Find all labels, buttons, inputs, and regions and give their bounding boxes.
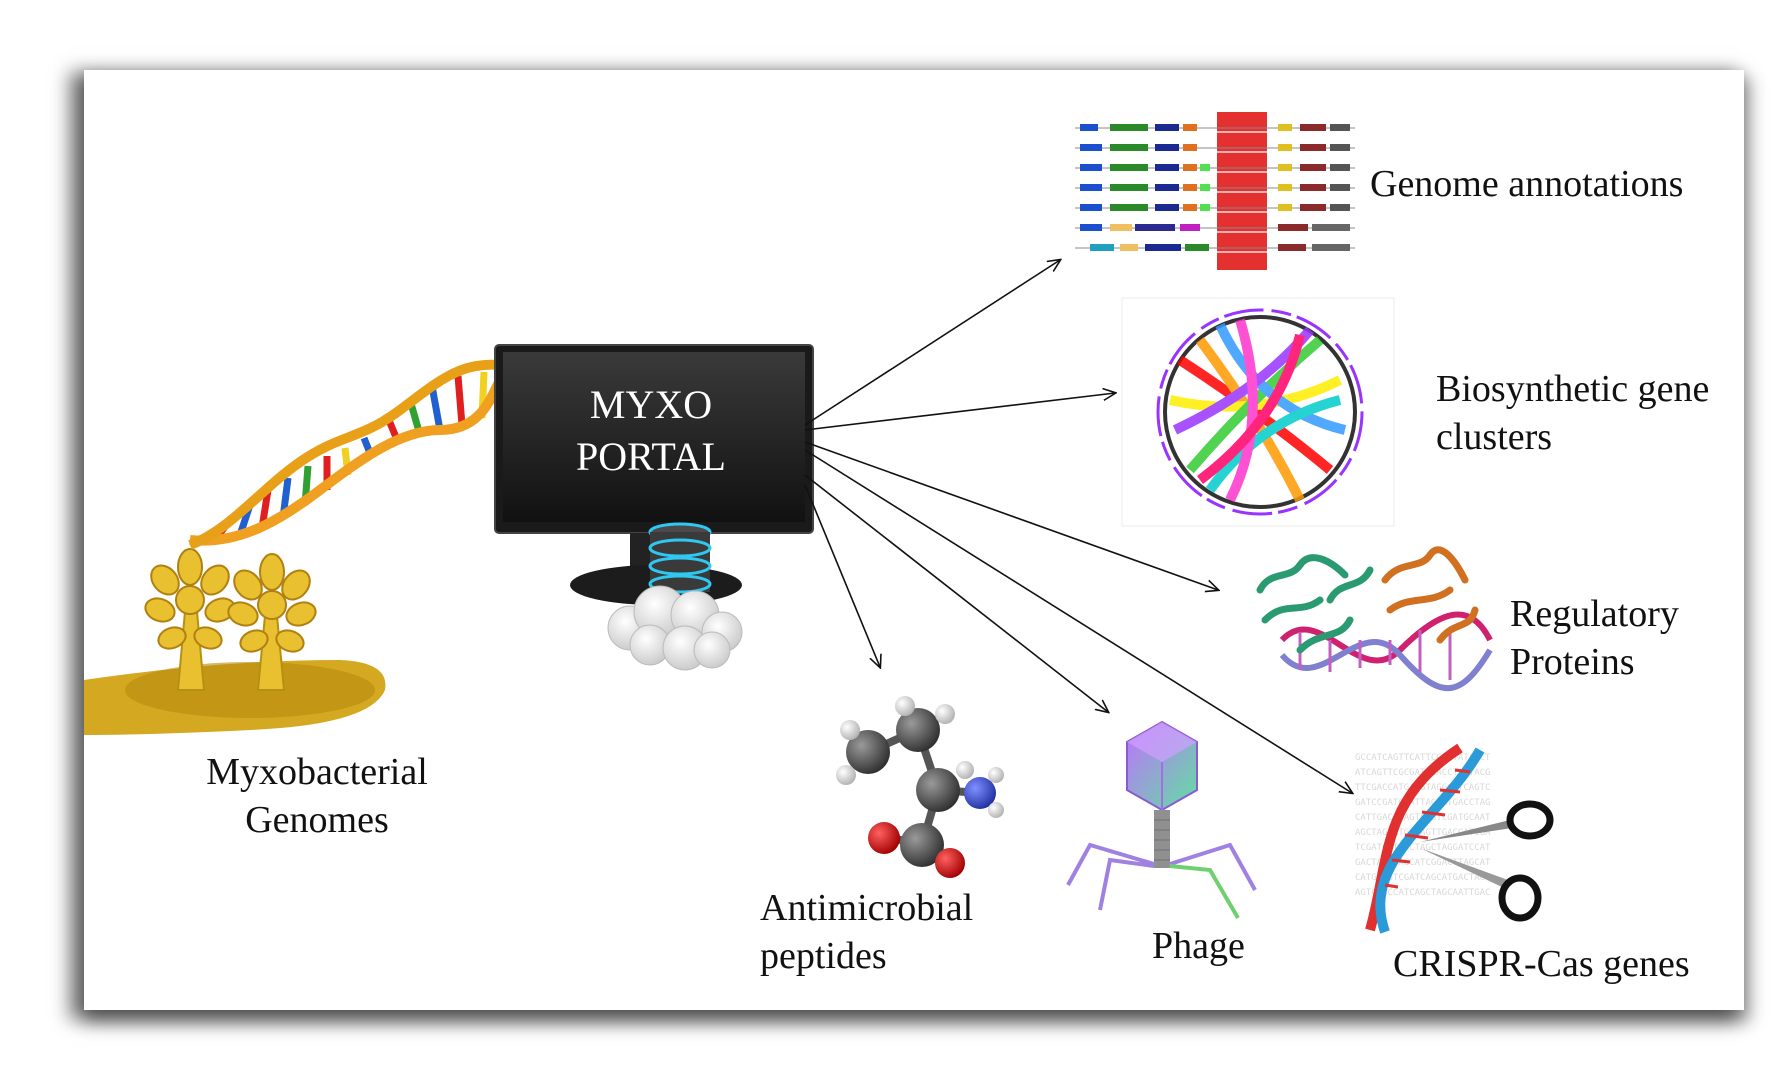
label-antimicrobial-peptides: Antimicrobial peptides — [760, 884, 973, 980]
gene-map-illustration — [1075, 112, 1355, 270]
dna-helix-illustration — [188, 359, 505, 550]
label-genome-annotations: Genome annotations — [1370, 163, 1684, 205]
arrow-to-regulatory — [804, 441, 1218, 590]
database-icon — [648, 522, 712, 594]
arrows — [804, 260, 1352, 793]
label-bgc-line1: Biosynthetic gene — [1436, 368, 1710, 410]
label-myxobacterial-genomes-line1: Myxobacterial — [206, 751, 428, 793]
svg-text:AGTCGACCATCAGCTAGCAATTGAC: AGTCGACCATCAGCTAGCAATTGAC — [1355, 888, 1490, 898]
label-regulatory-line2: Proteins — [1510, 641, 1635, 683]
arrow-to-phage — [804, 474, 1108, 712]
svg-text:TTCGACCATGACGTAGGCATCAGTC: TTCGACCATGACGTAGGCATCAGTC — [1355, 783, 1490, 793]
crispr-illustration: GCCATCAGTTCATTCGACTATAGCT ATCAGTTCGCGATC… — [1355, 743, 1554, 934]
label-amp-line1: Antimicrobial — [760, 887, 974, 929]
label-myxobacterial-genomes-line2: Genomes — [245, 799, 389, 841]
svg-text:GCCATCAGTTCATTCGACTATAGCT: GCCATCAGTTCATTCGACTATAGCT — [1355, 753, 1491, 763]
label-regulatory-line1: Regulatory — [1510, 593, 1679, 635]
svg-text:GATCCGATGCATTAGCATGACCTAG: GATCCGATGCATTAGCATGACCTAG — [1355, 798, 1490, 808]
phage-illustration — [1066, 720, 1257, 920]
arrow-to-bgc — [804, 393, 1115, 431]
protein-dna-illustration — [1256, 546, 1493, 692]
portal-title-line1: MYXO — [590, 382, 712, 427]
scissors-icon — [1420, 800, 1554, 922]
amino-acid-molecule-illustration — [836, 696, 1004, 878]
label-regulatory-proteins: Regulatory Proteins — [1510, 590, 1679, 686]
portal-monitor-illustration — [494, 344, 814, 671]
arrow-to-genome-annotations — [804, 260, 1060, 426]
arrow-to-amp — [804, 484, 880, 667]
label-biosynthetic-gene-clusters: Biosynthetic gene clusters — [1436, 365, 1709, 461]
cloud-icon — [607, 585, 743, 671]
label-myxobacterial-genomes: Myxobacterial Genomes — [182, 748, 452, 844]
label-amp-line2: peptides — [760, 935, 887, 977]
portal-title-line2: PORTAL — [576, 434, 726, 479]
fruiting-bodies-illustration — [84, 548, 386, 735]
svg-text:CATGCAGTCGATCAGCATGACTAGT: CATGCAGTCGATCAGCATGACTAGT — [1355, 873, 1491, 883]
svg-text:AGCTAGCATGCTAGTTGACGATCGA: AGCTAGCATGCTAGTTGACGATCGA — [1355, 828, 1491, 838]
label-crispr-cas-genes: CRISPR-Cas genes — [1393, 943, 1690, 985]
label-phage: Phage — [1152, 925, 1245, 967]
arrow-to-crispr — [804, 449, 1352, 793]
svg-text:TCGATCGTAGCTAGCTAGGATCCAT: TCGATCGTAGCTAGCTAGGATCCAT — [1355, 843, 1491, 853]
svg-text:GACTAGCTAGCATCGGACTTAGCAT: GACTAGCTAGCATCGGACTTAGCAT — [1355, 858, 1491, 868]
label-bgc-line2: clusters — [1436, 416, 1553, 458]
circos-plot-illustration — [1121, 297, 1395, 527]
